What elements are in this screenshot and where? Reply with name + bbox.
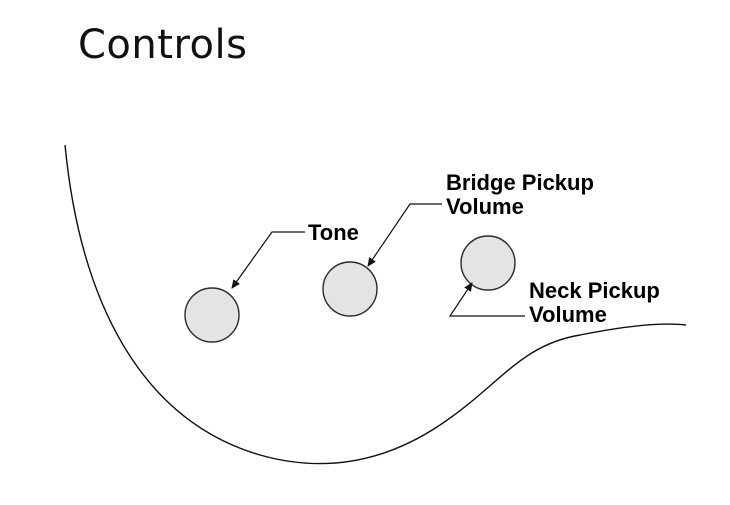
tone-label: Tone xyxy=(308,220,359,245)
neck-pickup-volume-knob[interactable] xyxy=(460,235,516,291)
neck-pickup-volume-label-line-2: Volume xyxy=(529,302,607,327)
neck-pickup-volume-label-line-1: Neck Pickup xyxy=(529,278,660,303)
bridge-pickup-volume-label: Bridge Pickup Volume xyxy=(446,170,600,219)
bridge-pickup-volume-leader-arrow xyxy=(367,203,442,267)
bridge-pickup-volume-label-line-1: Bridge Pickup xyxy=(446,170,594,195)
neck-pickup-volume-label: Neck Pickup Volume xyxy=(529,278,666,327)
bridge-pickup-volume-knob[interactable] xyxy=(322,261,378,317)
page-title: Controls xyxy=(78,22,248,68)
bridge-pickup-volume-label-line-2: Volume xyxy=(446,194,524,219)
neck-pickup-volume-leader-arrow xyxy=(448,282,525,317)
tone-leader-arrow xyxy=(231,231,305,289)
guitar-body-outline xyxy=(64,144,687,465)
tone-knob[interactable] xyxy=(184,287,240,343)
